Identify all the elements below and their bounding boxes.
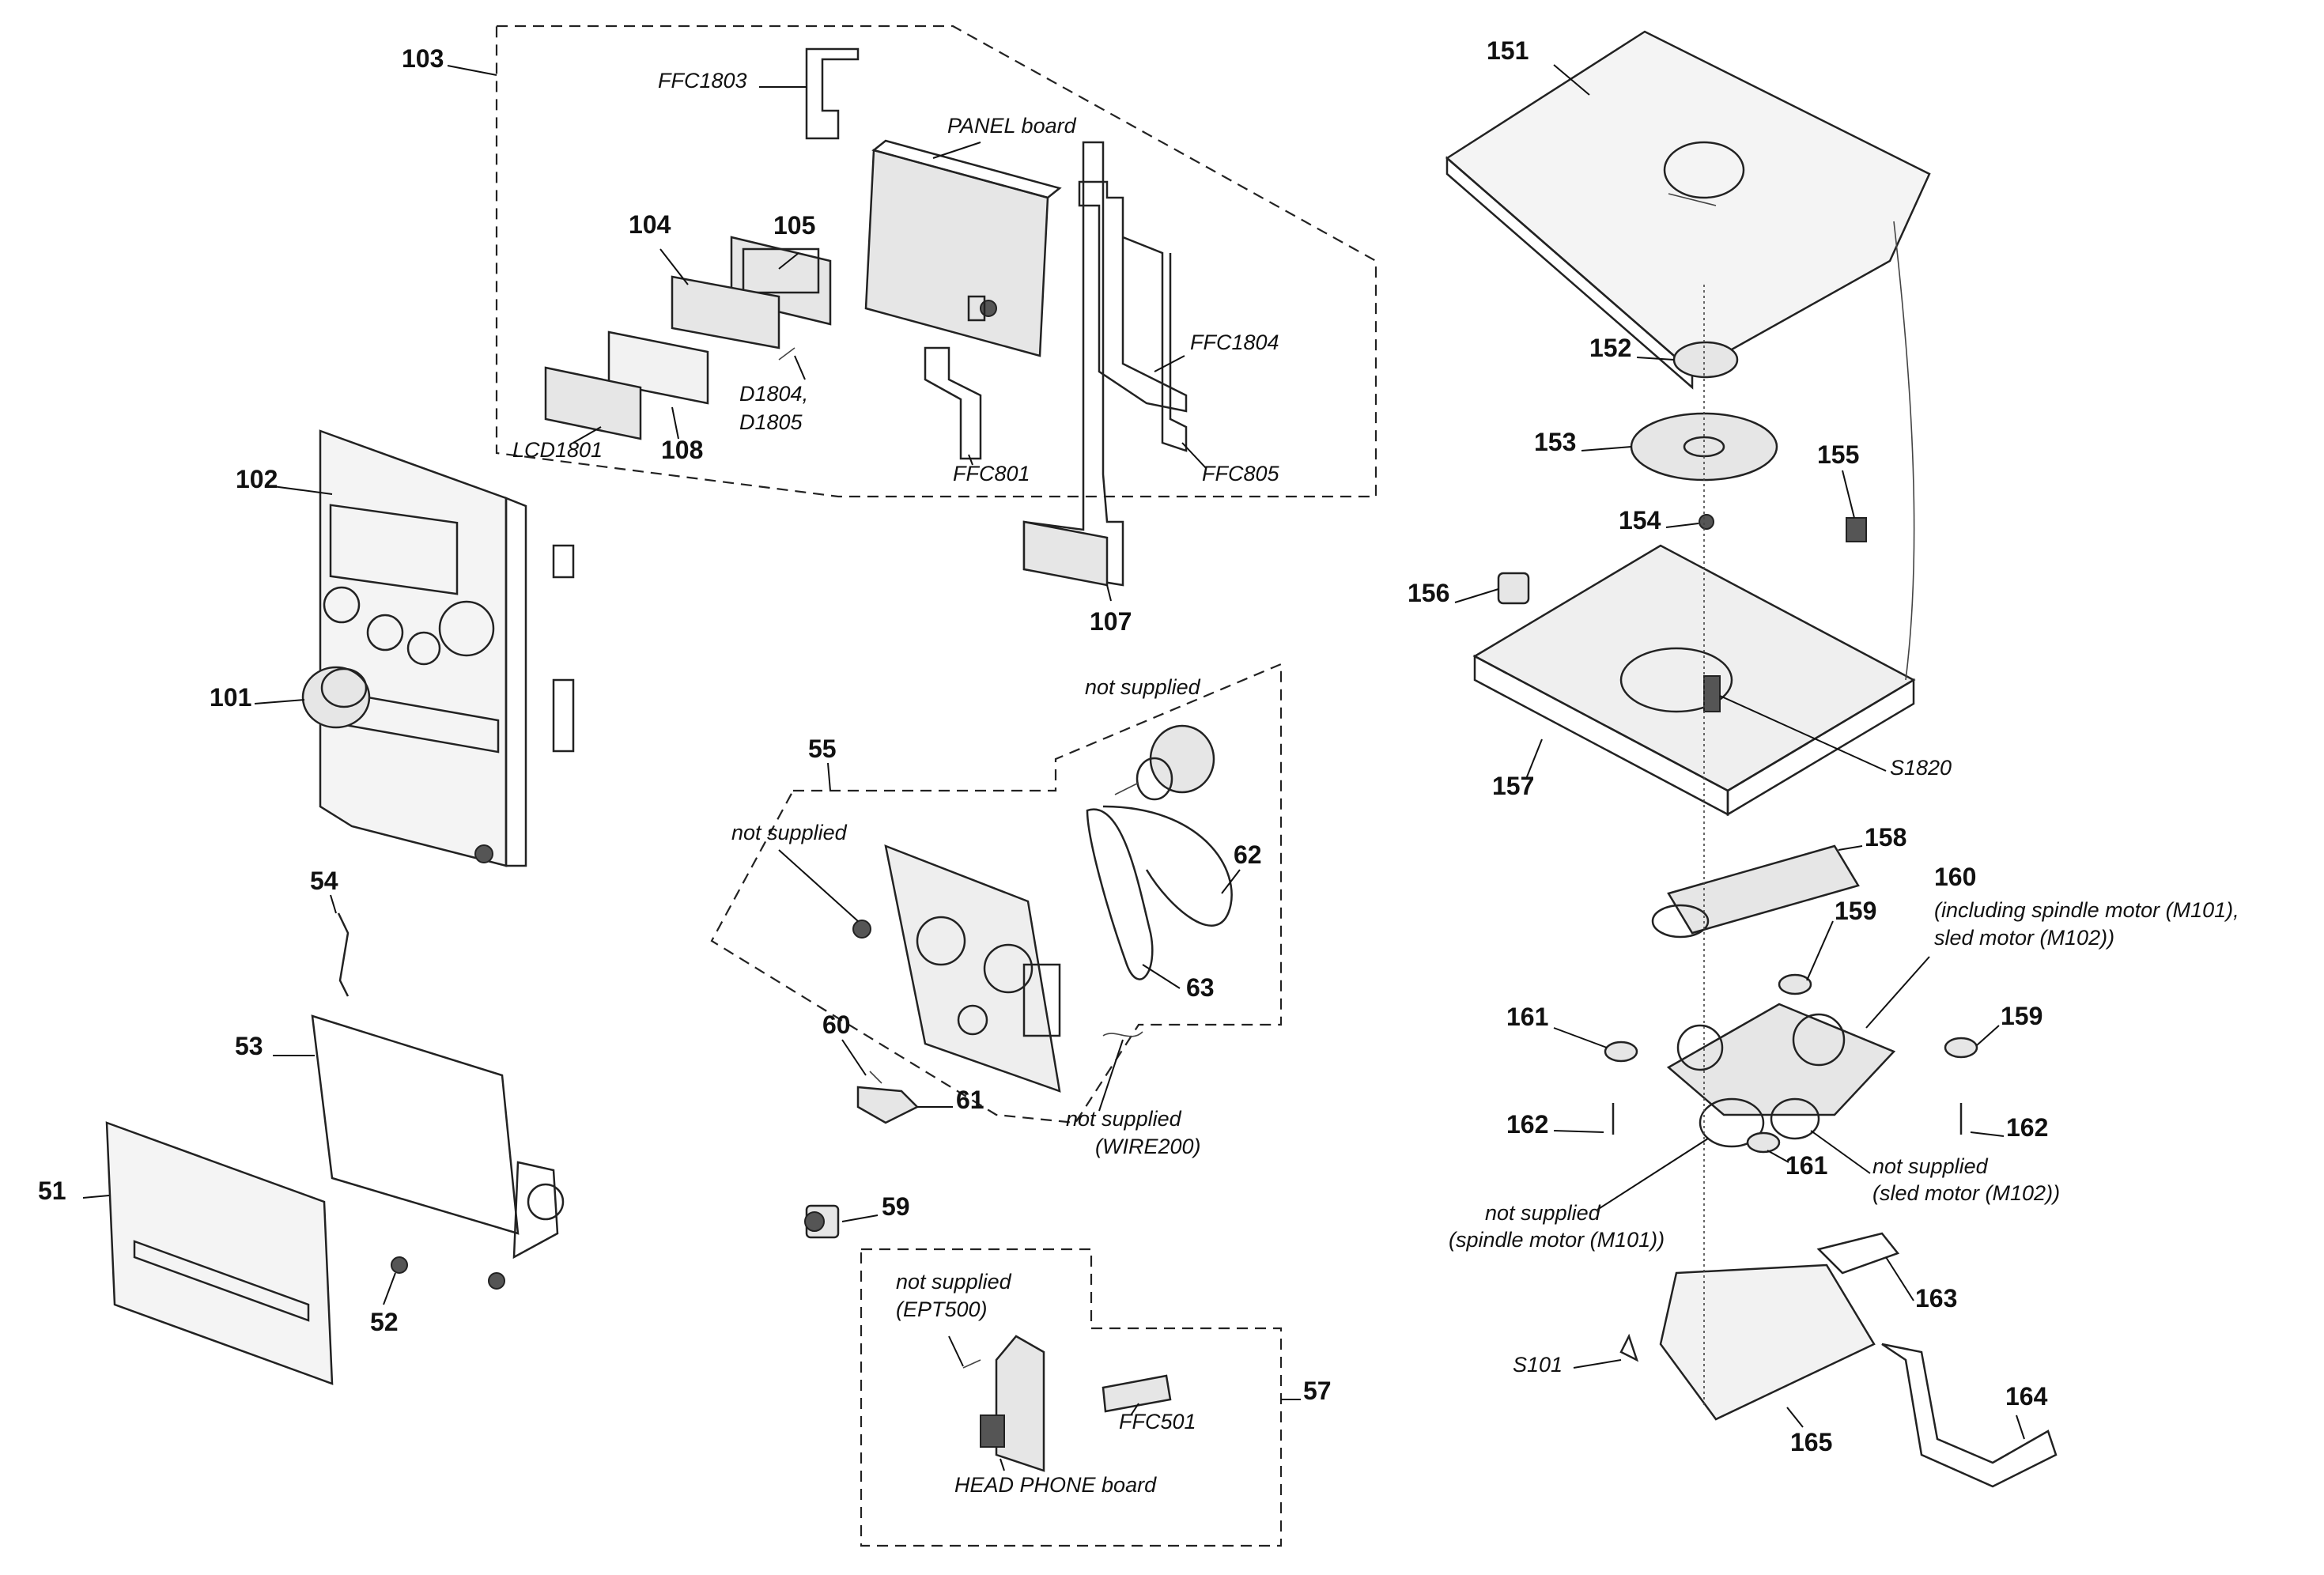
reference-label-ffc1804: FFC1804 bbox=[1190, 330, 1279, 354]
part-number-160: 160 bbox=[1934, 863, 1976, 891]
part-number-159a: 159 bbox=[1835, 897, 1876, 925]
part-number-164: 164 bbox=[2005, 1382, 2048, 1411]
part-number-162a: 162 bbox=[1506, 1110, 1548, 1139]
part-number-158: 158 bbox=[1865, 823, 1906, 852]
reference-label-inc2: sled motor (M102)) bbox=[1934, 926, 2114, 950]
reference-label-d1804: D1804, bbox=[739, 382, 808, 406]
part-number-55: 55 bbox=[808, 735, 837, 763]
part-number-151: 151 bbox=[1487, 36, 1529, 65]
reference-label-wire200: (WIRE200) bbox=[1095, 1135, 1201, 1158]
part-number-63: 63 bbox=[1186, 973, 1215, 1002]
reference-label-ns5: not supplied bbox=[1485, 1201, 1601, 1225]
reference-label-ns2: not supplied bbox=[731, 821, 848, 844]
part-number-155: 155 bbox=[1817, 440, 1859, 469]
front-panel-102 bbox=[319, 429, 575, 867]
knob-101 bbox=[301, 666, 371, 729]
reference-label-ns3: not supplied bbox=[1066, 1107, 1182, 1131]
reference-label-ns1: not supplied bbox=[1085, 675, 1201, 699]
part-number-162b: 162 bbox=[2006, 1113, 2048, 1142]
reference-label-ns4: not supplied bbox=[1872, 1154, 1989, 1178]
part-number-153: 153 bbox=[1534, 428, 1576, 456]
reference-label-ffc1803: FFC1803 bbox=[658, 69, 747, 93]
part-number-156: 156 bbox=[1408, 579, 1449, 607]
part-number-105: 105 bbox=[773, 211, 815, 240]
reference-label-inc1: (including spindle motor (M101), bbox=[1934, 898, 2239, 922]
part-number-61: 61 bbox=[956, 1086, 984, 1114]
cd-mechanism bbox=[1445, 30, 2058, 1488]
part-number-52: 52 bbox=[370, 1308, 399, 1336]
part-number-165: 165 bbox=[1790, 1428, 1832, 1456]
reference-label-ns5b: (spindle motor (M101)) bbox=[1449, 1228, 1665, 1252]
part-number-161a: 161 bbox=[1506, 1003, 1548, 1031]
part-number-108: 108 bbox=[661, 436, 703, 464]
part-number-102: 102 bbox=[236, 465, 278, 493]
part-number-59: 59 bbox=[882, 1192, 910, 1221]
part-number-103: 103 bbox=[402, 44, 444, 73]
reference-label-ns6: not supplied bbox=[896, 1270, 1012, 1294]
leader-lines bbox=[82, 64, 2025, 1471]
assembly-boundaries bbox=[495, 25, 1377, 1547]
part-number-159b: 159 bbox=[2001, 1002, 2042, 1030]
part-number-163: 163 bbox=[1915, 1284, 1957, 1312]
reference-label-ffc805: FFC805 bbox=[1202, 462, 1280, 485]
cassette-mechanism-55 bbox=[852, 724, 1233, 1124]
part-number-54: 54 bbox=[310, 867, 338, 895]
part-number-62: 62 bbox=[1234, 840, 1262, 869]
part-number-60: 60 bbox=[822, 1010, 851, 1039]
cassette-lid-assembly bbox=[105, 912, 565, 1385]
part-number-157: 157 bbox=[1492, 772, 1534, 800]
reference-label-s1820: S1820 bbox=[1890, 756, 1952, 780]
part-number-labels: 51 52 53 54 55 57 59 60 61 62 63 101 102 103 104 105 107… bbox=[38, 36, 2048, 1456]
reference-label-ns4b: (sled motor (M102)) bbox=[1872, 1181, 2060, 1205]
reference-label-ffc501: FFC501 bbox=[1119, 1410, 1196, 1433]
part-number-154: 154 bbox=[1619, 506, 1661, 534]
reference-label-headphone: HEAD PHONE board bbox=[954, 1473, 1157, 1497]
reference-label-s101: S101 bbox=[1513, 1353, 1563, 1377]
part-number-53: 53 bbox=[235, 1032, 263, 1060]
part-number-104: 104 bbox=[629, 210, 671, 239]
headphone-assembly bbox=[804, 1204, 1172, 1472]
reference-label-ept500: (EPT500) bbox=[896, 1297, 988, 1321]
reference-label-ffc801: FFC801 bbox=[953, 462, 1030, 485]
part-number-107: 107 bbox=[1090, 607, 1132, 636]
part-number-51: 51 bbox=[38, 1177, 66, 1205]
part-number-101: 101 bbox=[210, 683, 251, 712]
part-number-57: 57 bbox=[1303, 1377, 1332, 1405]
reference-label-panel: PANEL board bbox=[947, 114, 1077, 138]
reference-label-lcd1801: LCD1801 bbox=[512, 438, 603, 462]
panel-assembly-103 bbox=[544, 47, 1188, 587]
reference-label-d1805: D1805 bbox=[739, 410, 803, 434]
part-number-161b: 161 bbox=[1786, 1151, 1827, 1180]
part-number-152: 152 bbox=[1589, 334, 1631, 362]
